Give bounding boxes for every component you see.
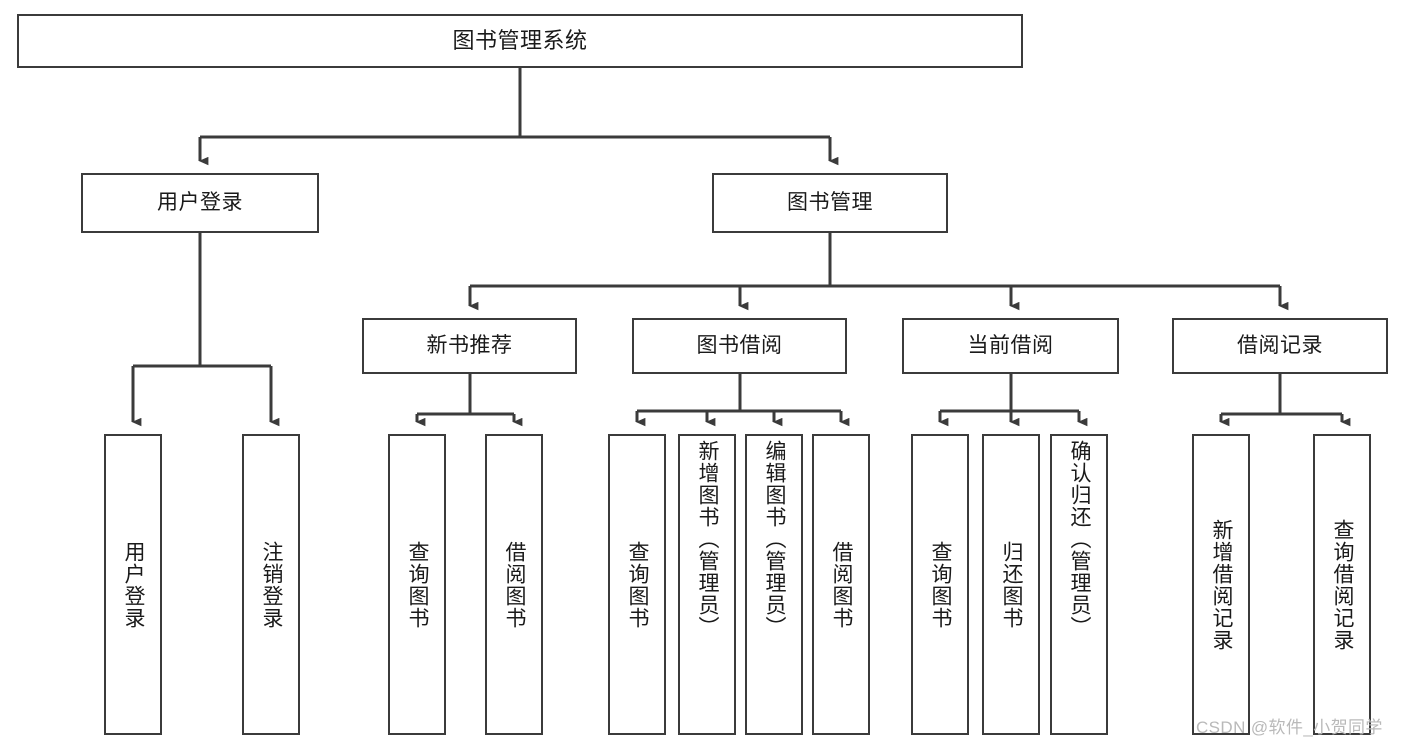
leaf-edit-book-label: 编辑图书（管理员） <box>763 440 787 638</box>
leaf-add-borrow-record-label: 新增借阅记录 <box>1210 518 1234 651</box>
leaf-logout-label: 注销登录 <box>260 540 284 629</box>
node-book-management-label: 图书管理 <box>787 190 873 214</box>
leaf-borrow-book-1[interactable]: 借阅图书 <box>485 434 543 735</box>
leaf-add-borrow-record[interactable]: 新增借阅记录 <box>1192 434 1250 735</box>
leaf-logout[interactable]: 注销登录 <box>242 434 300 735</box>
leaf-query-book-1-label: 查询图书 <box>406 540 430 629</box>
node-user-login-label: 用户登录 <box>157 190 243 214</box>
leaf-confirm-return-label: 确认归还（管理员） <box>1068 440 1092 638</box>
node-root[interactable]: 图书管理系统 <box>17 14 1023 68</box>
watermark: CSDN @软件_小贺同学 <box>1196 718 1383 737</box>
node-current-borrow[interactable]: 当前借阅 <box>902 318 1119 374</box>
leaf-borrow-book-2-label: 借阅图书 <box>830 540 854 629</box>
node-new-book-recommend[interactable]: 新书推荐 <box>362 318 577 374</box>
leaf-query-book-3-label: 查询图书 <box>929 540 953 629</box>
node-book-borrow-label: 图书借阅 <box>696 333 783 357</box>
leaf-return-book-label: 归还图书 <box>1000 540 1024 629</box>
leaf-add-book[interactable]: 新增图书（管理员） <box>678 434 736 735</box>
leaf-borrow-book-1-label: 借阅图书 <box>503 540 527 629</box>
leaf-user-login[interactable]: 用户登录 <box>104 434 162 735</box>
leaf-query-book-2[interactable]: 查询图书 <box>608 434 666 735</box>
leaf-edit-book[interactable]: 编辑图书（管理员） <box>745 434 803 735</box>
leaf-query-borrow-record[interactable]: 查询借阅记录 <box>1313 434 1371 735</box>
leaf-confirm-return[interactable]: 确认归还（管理员） <box>1050 434 1108 735</box>
node-book-management[interactable]: 图书管理 <box>712 173 948 233</box>
leaf-query-borrow-record-label: 查询借阅记录 <box>1331 518 1355 651</box>
leaf-add-book-label: 新增图书（管理员） <box>696 440 720 638</box>
node-current-borrow-label: 当前借阅 <box>967 333 1054 357</box>
leaf-return-book[interactable]: 归还图书 <box>982 434 1040 735</box>
leaf-query-book-3[interactable]: 查询图书 <box>911 434 969 735</box>
node-borrow-record-label: 借阅记录 <box>1237 333 1323 357</box>
node-root-label: 图书管理系统 <box>452 28 588 54</box>
leaf-query-book-2-label: 查询图书 <box>626 540 650 629</box>
node-user-login[interactable]: 用户登录 <box>81 173 319 233</box>
leaf-user-login-label: 用户登录 <box>122 540 146 629</box>
leaf-query-book-1[interactable]: 查询图书 <box>388 434 446 735</box>
node-book-borrow[interactable]: 图书借阅 <box>632 318 847 374</box>
node-new-book-recommend-label: 新书推荐 <box>426 333 513 357</box>
node-borrow-record[interactable]: 借阅记录 <box>1172 318 1388 374</box>
leaf-borrow-book-2[interactable]: 借阅图书 <box>812 434 870 735</box>
